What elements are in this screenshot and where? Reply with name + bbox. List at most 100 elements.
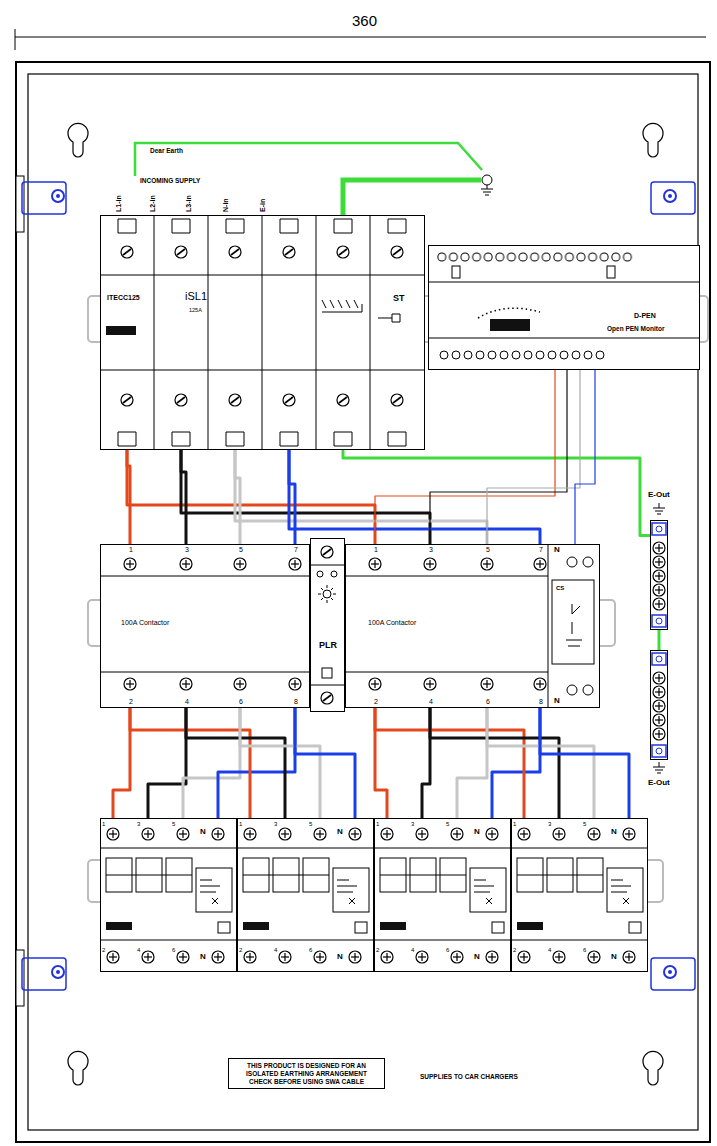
terminal-label: E-in: [259, 199, 266, 212]
hinge-bracket: [22, 182, 66, 214]
neutral-terminal: [583, 557, 593, 567]
hinge-screw: [668, 970, 672, 974]
wire: [295, 708, 355, 818]
keyhole: [643, 123, 663, 157]
device-label: 4: [185, 698, 189, 705]
wire: [575, 370, 595, 544]
rcbo-breaker: 135N246N: [237, 818, 374, 972]
earth-symbol: [481, 185, 493, 195]
hinge-screw: [52, 190, 64, 202]
terminal-marker: [452, 266, 460, 278]
control-switch: [566, 604, 582, 646]
device-label: iSL1: [185, 291, 207, 302]
device-label: 6: [309, 947, 312, 953]
hinge-bracket: [651, 958, 695, 990]
terminal-screw: [229, 246, 241, 258]
wire: [540, 708, 629, 818]
wire: [375, 370, 555, 544]
wire: [130, 708, 250, 818]
shunt-trip-symbol: [378, 314, 400, 322]
wire: [218, 708, 295, 818]
contactor-body: [345, 544, 600, 708]
device-label: 7: [294, 546, 298, 553]
neutral-terminal: [567, 685, 577, 695]
rcbo-breaker: 135N246N: [374, 818, 511, 972]
terminal-screw: [391, 246, 403, 258]
neutral-terminal: [583, 685, 593, 695]
hinge-bracket: [651, 182, 695, 214]
device-label: 1: [513, 821, 516, 827]
device-label: 2: [374, 698, 378, 705]
isolator-module-lines: [100, 215, 425, 450]
brand-badge: [106, 326, 136, 335]
dimension-tick: [15, 29, 16, 50]
device-label: 5: [309, 821, 312, 827]
device-label: D-PEN: [634, 312, 656, 319]
terminal-screw: [124, 678, 136, 690]
device-label: N: [474, 953, 480, 961]
device-label: 5: [446, 821, 449, 827]
device-label: 1: [102, 821, 105, 827]
annotation-label: Dear Earth: [150, 148, 183, 155]
terminal-screw: [283, 246, 295, 258]
device-label: 4: [548, 947, 551, 953]
switch-symbol: [322, 300, 362, 312]
earth-bar: E-Out: [650, 650, 668, 760]
pen-monitor-body: [428, 245, 700, 370]
rcbo-breaker: 135N246N: [100, 818, 237, 972]
terminal-label: L2-in: [149, 195, 156, 212]
neutral-terminal: [567, 557, 577, 567]
device-label: 2: [376, 947, 379, 953]
terminal-screw: [481, 678, 493, 690]
pen-monitor-lines: [428, 282, 700, 338]
device-label: 1: [374, 546, 378, 553]
device-label: N: [554, 546, 560, 554]
contactor: 1357100A Contactor2468: [100, 544, 310, 708]
keyhole: [68, 123, 88, 157]
device-label: N: [200, 828, 206, 836]
relay-module: PLR: [310, 538, 345, 712]
device-label: 6: [583, 947, 586, 953]
enclosure-door: [28, 74, 698, 1130]
device-label: N: [337, 828, 343, 836]
control-switch: [552, 580, 594, 664]
terminal-screw: [481, 558, 493, 570]
rcbo-body: [100, 818, 237, 972]
pen-monitor-body: [428, 245, 700, 370]
device-label: 6: [486, 698, 490, 705]
terminal-screw: [534, 678, 546, 690]
earth-bar: E-Out: [650, 520, 668, 630]
relay-lines: [310, 565, 345, 685]
terminal-screw: [289, 558, 301, 570]
rcbo-body: [237, 818, 374, 972]
sun-symbol: [323, 590, 331, 598]
terminal-row: [438, 349, 606, 361]
earth-wire: [135, 143, 482, 176]
device-label: N: [611, 828, 617, 836]
wire: [240, 708, 320, 818]
hinge-screw: [668, 194, 672, 198]
contactor-body: [345, 544, 600, 708]
device-label: E-Out: [648, 491, 670, 499]
device-label: 5: [239, 546, 243, 553]
terminal-screw: [369, 678, 381, 690]
keyhole: [643, 1051, 663, 1085]
device-label: 6: [172, 947, 175, 953]
device-label: 2: [129, 698, 133, 705]
logo-block: [490, 319, 530, 331]
rcbo-body: [374, 818, 511, 972]
device-label: 8: [539, 698, 543, 705]
dimension-line: [15, 37, 706, 38]
terminal-screw: [180, 678, 192, 690]
terminal-screw: [175, 246, 187, 258]
wire: [183, 708, 240, 818]
device-label: 3: [429, 546, 433, 553]
device-label: 3: [548, 821, 551, 827]
contactor-body: [100, 544, 310, 708]
device-label: N: [200, 953, 206, 961]
device-label: 3: [137, 821, 140, 827]
earth-symbol: [653, 503, 665, 514]
hinge-screw: [664, 966, 676, 978]
terminal-screw: [337, 246, 349, 258]
